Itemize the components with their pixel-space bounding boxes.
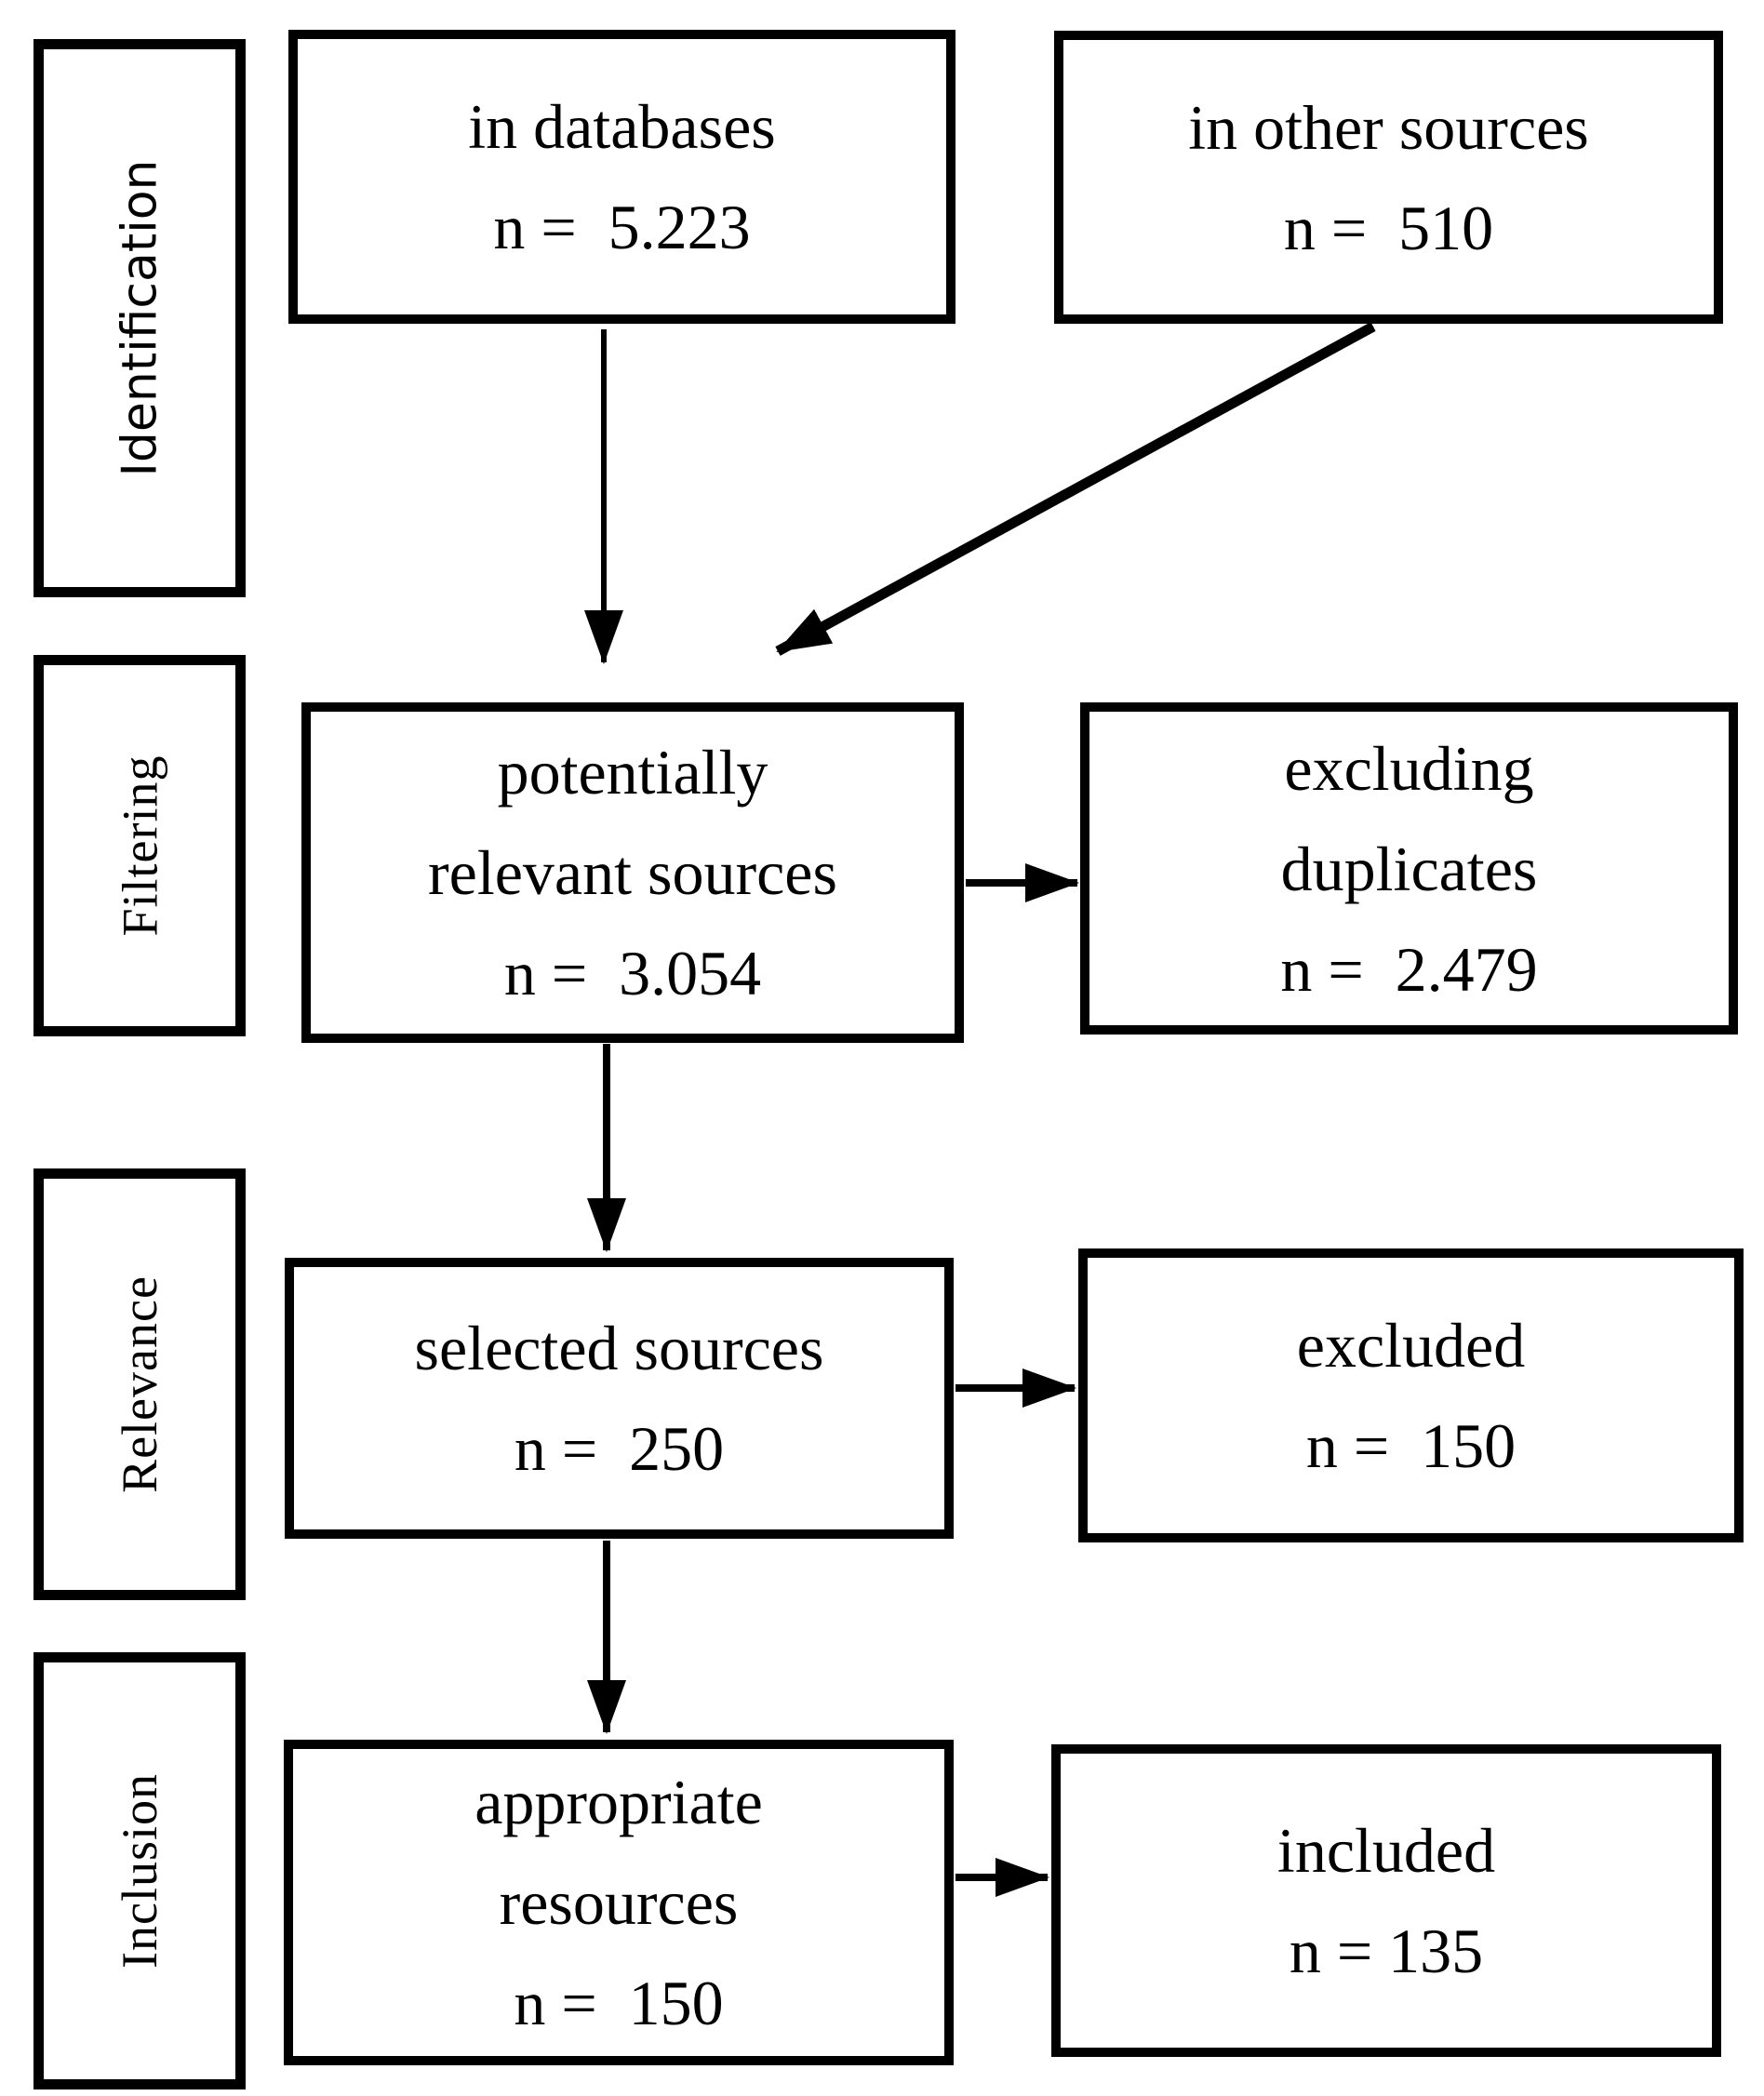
node-line: in databases (468, 91, 776, 162)
stage-relevance: Relevance (33, 1168, 246, 1600)
node-count: n = 250 (514, 1413, 725, 1484)
node-line: included (1276, 1815, 1496, 1886)
stage-filtering: Filtering (33, 655, 246, 1036)
node-appropriate-resources: appropriate resources n = 150 (284, 1740, 954, 2065)
node-count: n = 150 (1305, 1410, 1517, 1481)
node-selected-sources: selected sources n = 250 (285, 1258, 954, 1539)
node-potentially-relevant-sources: potentially relevant sources n = 3.054 (301, 702, 964, 1043)
stage-label: Relevance (112, 1275, 168, 1493)
node-excluded: excluded n = 150 (1078, 1248, 1744, 1542)
node-line: resources (499, 1867, 739, 1938)
node-count: n = 3.054 (503, 938, 762, 1008)
stage-identification: Identification (33, 39, 246, 597)
node-line: appropriate (474, 1767, 763, 1837)
node-count: n = 150 (514, 1968, 724, 2038)
node-line: relevant sources (428, 837, 837, 908)
stage-label: Filtering (112, 754, 167, 937)
stage-label: Inclusion (112, 1773, 168, 1969)
stage-label: Identification (112, 159, 168, 477)
node-line: in other sources (1188, 91, 1589, 163)
node-line: duplicates (1280, 833, 1538, 904)
node-included: included n = 135 (1051, 1744, 1721, 2057)
node-count: n = 5.223 (493, 192, 751, 262)
node-count: n = 510 (1283, 192, 1494, 263)
node-excluding-duplicates: excluding duplicates n = 2.479 (1080, 702, 1738, 1035)
node-line: excluded (1296, 1310, 1526, 1381)
node-line: selected sources (414, 1313, 824, 1383)
node-count: n = 135 (1289, 1916, 1484, 1986)
stage-inclusion: Inclusion (33, 1652, 246, 2089)
node-in-databases: in databases n = 5.223 (288, 30, 956, 324)
node-count: n = 2.479 (1280, 933, 1538, 1005)
arrow-other-sources-to-potentially-relevant (775, 322, 1376, 656)
node-line: excluding (1284, 732, 1534, 804)
node-line: potentially (497, 737, 768, 808)
node-in-other-sources: in other sources n = 510 (1054, 31, 1723, 324)
